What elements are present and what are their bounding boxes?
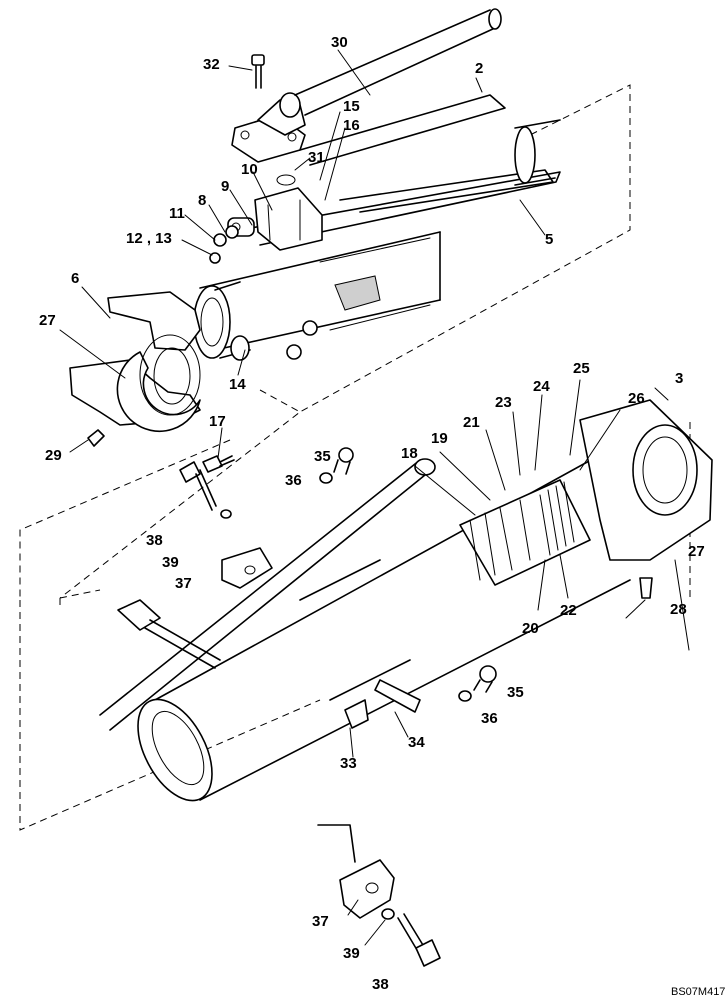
callout-10: 10: [241, 161, 258, 178]
callout-6: 6: [71, 270, 80, 287]
callout-39-lower: 39: [343, 945, 360, 962]
callout-36-lower: 36: [481, 710, 498, 727]
callout-14: 14: [229, 376, 246, 393]
callout-17: 17: [209, 413, 226, 430]
callout-36-upper: 36: [285, 472, 302, 489]
callout-2: 2: [475, 60, 484, 77]
callout-37-lower: 37: [312, 913, 329, 930]
callout-5: 5: [545, 231, 554, 248]
callout-15: 15: [343, 98, 360, 115]
callout-30: 30: [331, 34, 348, 51]
callout-8: 8: [198, 192, 207, 209]
callout-9: 9: [221, 178, 230, 195]
callout-21: 21: [463, 414, 480, 431]
callout-25: 25: [573, 360, 590, 377]
callout-27-upper: 27: [39, 312, 56, 329]
callout-12-13: 12 , 13: [126, 230, 172, 247]
callout-32: 32: [203, 56, 220, 73]
callout-26: 26: [628, 390, 645, 407]
callout-38-lower: 38: [372, 976, 389, 993]
rod-assembly: [59, 8, 631, 610]
callout-38-upper: 38: [146, 532, 163, 549]
callout-35-upper: 35: [314, 448, 331, 465]
callout-27-lower: 27: [688, 543, 705, 560]
callout-19: 19: [431, 430, 448, 447]
callout-16: 16: [343, 117, 360, 134]
callout-34: 34: [408, 734, 425, 751]
clamp-detail: [317, 824, 441, 967]
callout-18: 18: [401, 445, 418, 462]
callout-28: 28: [670, 601, 687, 618]
callout-20: 20: [522, 620, 539, 637]
callout-35-lower: 35: [507, 684, 524, 701]
callout-22: 22: [560, 602, 577, 619]
callout-24: 24: [533, 378, 550, 395]
callout-11: 11: [169, 205, 185, 222]
callout-33: 33: [340, 755, 357, 772]
callout-39-upper: 39: [162, 554, 179, 571]
drawing-code: BS07M417: [671, 986, 726, 998]
callout-31: 31: [308, 149, 325, 166]
callout-37-upper: 37: [175, 575, 192, 592]
callout-23: 23: [495, 394, 512, 411]
leader-lines: [59, 49, 690, 946]
tube-assembly: [19, 399, 713, 831]
callout-29: 29: [45, 447, 62, 464]
callout-3: 3: [675, 370, 684, 387]
